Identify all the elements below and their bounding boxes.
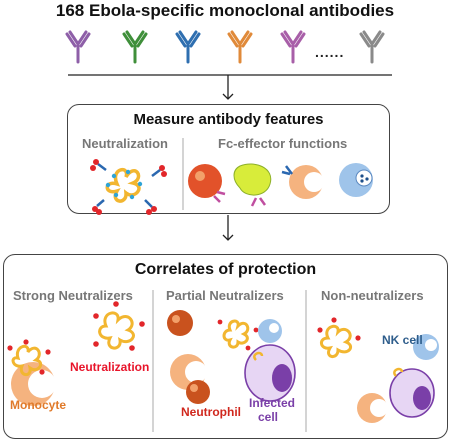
down-arrow-icon: [222, 75, 234, 100]
nk-cell-icon: [258, 319, 282, 343]
measure-title: Measure antibody features: [133, 111, 324, 128]
infected-cell-icon: [244, 344, 296, 402]
nk-cell-icon: [413, 334, 439, 360]
neutrophil-cell-icon: [188, 164, 226, 203]
measure-box: Measure antibody features Neutralization…: [67, 104, 390, 214]
virion-icon: [7, 339, 51, 376]
virion-icon: [90, 159, 167, 215]
neutrophil-label: Neutrophil: [181, 405, 241, 419]
fc-heading: Fc-effector functions: [218, 136, 348, 151]
infected-cell-label: cell: [258, 410, 279, 424]
infected-cell-icon: [389, 367, 435, 418]
nk-cell-label: NK cell: [382, 333, 423, 347]
neutrophil-cell-icon: [167, 310, 193, 336]
monocyte-label: Monocyte: [10, 398, 67, 412]
monocyte-cell-icon: [281, 165, 324, 199]
virion-icon: [217, 319, 259, 351]
virion-icon: [93, 301, 145, 351]
ellipsis: ......: [315, 44, 345, 60]
infected-label: Infected: [249, 396, 296, 410]
down-arrow-icon: [222, 215, 234, 241]
neutrophil-cell-icon: [186, 380, 210, 404]
figure-title: 168 Ebola-specific monoclonal antibodies: [55, 1, 395, 20]
monocyte-cell-icon: [357, 393, 388, 423]
strong-heading: Strong Neutralizers: [13, 288, 133, 303]
partial-heading: Partial Neutralizers: [166, 288, 284, 303]
virion-icon: [317, 317, 361, 358]
nk-cell-icon: [339, 163, 373, 197]
neutralization-label: Neutralization: [70, 360, 150, 374]
non-heading: Non-neutralizers: [321, 288, 424, 303]
neutralization-heading: Neutralization: [82, 136, 168, 151]
correlates-title: Correlates of protection: [134, 261, 317, 278]
nk-cell-icon: [233, 163, 272, 207]
